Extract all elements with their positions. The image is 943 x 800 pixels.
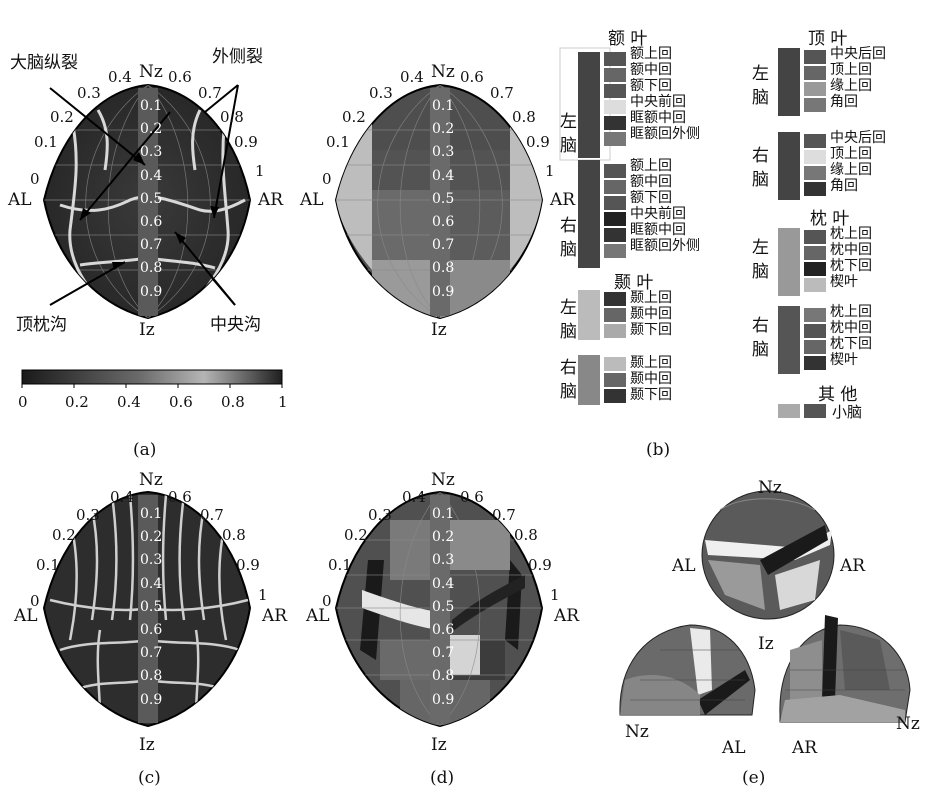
annotation-arrows xyxy=(49,84,239,306)
panel-e-heads xyxy=(619,490,911,723)
panel-b-map xyxy=(334,83,544,320)
panel-a-map xyxy=(42,83,252,320)
head-right xyxy=(779,615,911,723)
head-top xyxy=(701,490,835,620)
panel-d-map xyxy=(334,490,544,728)
colorbar xyxy=(21,369,283,385)
panel-c-map xyxy=(42,490,252,728)
legend-swatches xyxy=(559,47,826,418)
head-left xyxy=(619,624,756,716)
